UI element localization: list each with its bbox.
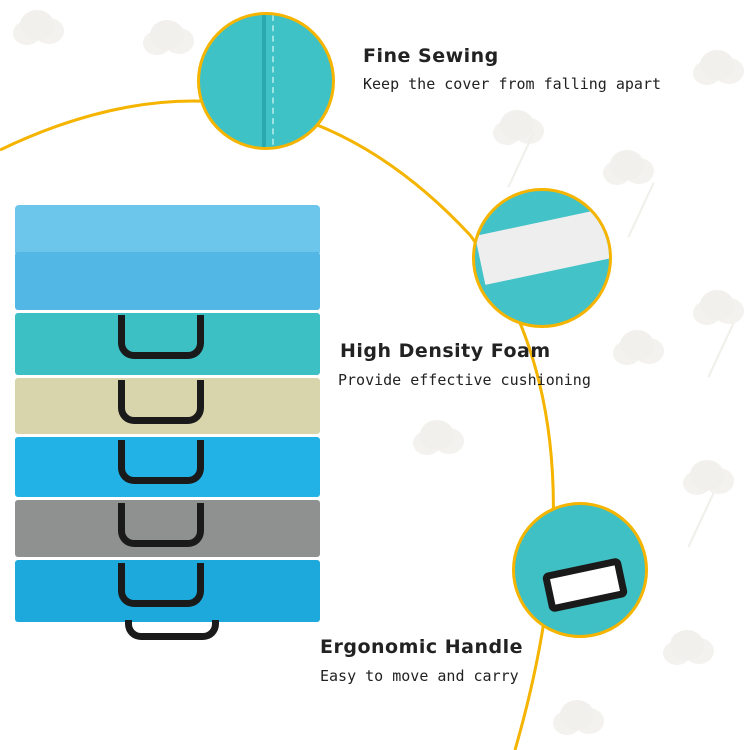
handle-icon (118, 563, 204, 607)
cushion-gray (15, 500, 320, 557)
top-cushion-face (15, 205, 320, 253)
sewing-detail-image (197, 12, 335, 150)
cotton-flower-icon (420, 420, 454, 450)
feature-title-fine-sewing: Fine Sewing (363, 45, 499, 67)
cotton-flower-icon (610, 150, 644, 180)
handle-icon (118, 440, 204, 484)
handle-icon (125, 620, 219, 640)
handle-detail-image (512, 502, 648, 638)
foam-detail-image (472, 188, 612, 328)
cushion-beige (15, 378, 320, 434)
cotton-flower-icon (500, 110, 534, 140)
handle-icon (118, 380, 204, 424)
feature-title-handle: Ergonomic Handle (320, 636, 524, 658)
feature-desc-fine-sewing: Keep the cover from falling apart (363, 75, 662, 93)
feature-title-foam: High Density Foam (340, 340, 551, 362)
feature-desc-foam: Provide effective cushioning (338, 371, 591, 389)
cotton-flower-icon (700, 290, 734, 320)
handle-icon (118, 315, 204, 359)
cotton-flower-icon (620, 330, 654, 360)
cotton-flower-icon (670, 630, 704, 660)
cushion-deep-blue (15, 560, 320, 622)
cotton-flower-icon (20, 10, 54, 40)
cotton-flower-icon (560, 700, 594, 730)
feature-desc-handle: Easy to move and carry (320, 667, 519, 685)
cotton-flower-icon (150, 20, 184, 50)
cotton-flower-icon (690, 460, 724, 490)
cushion-light-blue (15, 252, 320, 310)
cushion-teal (15, 313, 320, 375)
handle-icon (118, 503, 204, 547)
cushion-blue (15, 437, 320, 497)
cotton-flower-icon (700, 50, 734, 80)
